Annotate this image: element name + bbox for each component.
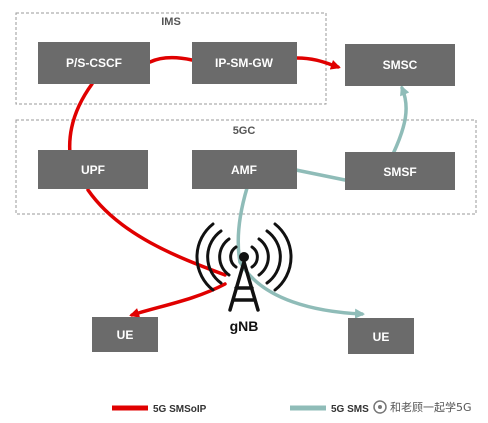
node-smsf: SMSF <box>345 152 455 190</box>
ims-group-label: IMS <box>161 16 181 28</box>
node-upf: UPF <box>38 150 148 189</box>
flow-amf-gnb <box>236 186 249 264</box>
legend-label-sms-over-nas: 5G SMS <box>331 404 369 415</box>
node-ue-right-label: UE <box>373 330 390 344</box>
node-ue-left: UE <box>92 317 158 352</box>
node-pscscf-box <box>38 42 150 84</box>
node-smsf-box <box>345 152 455 190</box>
radio-wave-icon <box>229 245 238 269</box>
watermark-text: 和老顾一起学5G <box>390 400 472 414</box>
radio-wave-icon <box>218 237 231 277</box>
gnb-tower-icon <box>195 222 293 312</box>
node-ue-left-label: UE <box>117 328 134 342</box>
node-ue-right-box <box>348 318 414 354</box>
flow-pscscf-upf <box>67 82 94 156</box>
radio-wave-icon <box>273 222 293 292</box>
flow-smsf-smsc <box>391 85 410 156</box>
ims-group-border <box>15 12 327 105</box>
legend-label-sms-over-ip: 5G SMSoIP <box>153 404 207 415</box>
node-amf-label: AMF <box>231 163 257 177</box>
radio-wave-icon <box>206 229 223 285</box>
flow-ipsmgw-smsc <box>295 56 341 70</box>
legend: 5G SMSoIP 5G SMS <box>112 404 369 415</box>
watermark: 和老顾一起学5G <box>373 400 472 414</box>
node-upf-box <box>38 150 148 189</box>
node-ipsmgw-label: IP-SM-GW <box>215 56 274 70</box>
node-ipsmgw-box <box>192 42 297 84</box>
node-ipsmgw: IP-SM-GW <box>192 42 297 84</box>
core-group-label: 5GC <box>233 125 256 137</box>
radio-wave-icon <box>265 229 282 285</box>
radio-wave-icon <box>257 237 270 277</box>
node-pscscf: P/S-CSCF <box>38 42 150 84</box>
node-ue-left-box <box>92 317 158 352</box>
antenna-tip-icon <box>239 252 249 262</box>
node-smsc: SMSC <box>345 44 455 86</box>
watermark-logo-icon <box>373 400 387 414</box>
node-amf: AMF <box>192 150 297 189</box>
core-group-border <box>15 119 477 215</box>
sms-over-nas-flow <box>236 85 410 319</box>
gnb-label: gNB <box>230 318 259 334</box>
node-amf-box <box>192 150 297 189</box>
core-group: 5GC <box>15 119 477 215</box>
node-smsc-label: SMSC <box>383 58 418 72</box>
radio-wave-icon <box>195 222 215 292</box>
tower-mast-icon <box>228 260 260 312</box>
flow-gnb-ue-left <box>129 282 227 318</box>
node-pscscf-label: P/S-CSCF <box>66 56 122 70</box>
node-smsf-label: SMSF <box>383 165 416 179</box>
node-ue-right: UE <box>348 318 414 354</box>
flow-pscscf-ipsmgw <box>148 55 194 64</box>
watermark-logo-dot-icon <box>378 405 382 409</box>
ims-group: IMS <box>15 12 327 105</box>
node-upf-label: UPF <box>81 163 105 177</box>
flow-amf-smsf <box>294 168 347 182</box>
node-smsc-box <box>345 44 455 86</box>
radio-wave-icon <box>250 245 259 269</box>
